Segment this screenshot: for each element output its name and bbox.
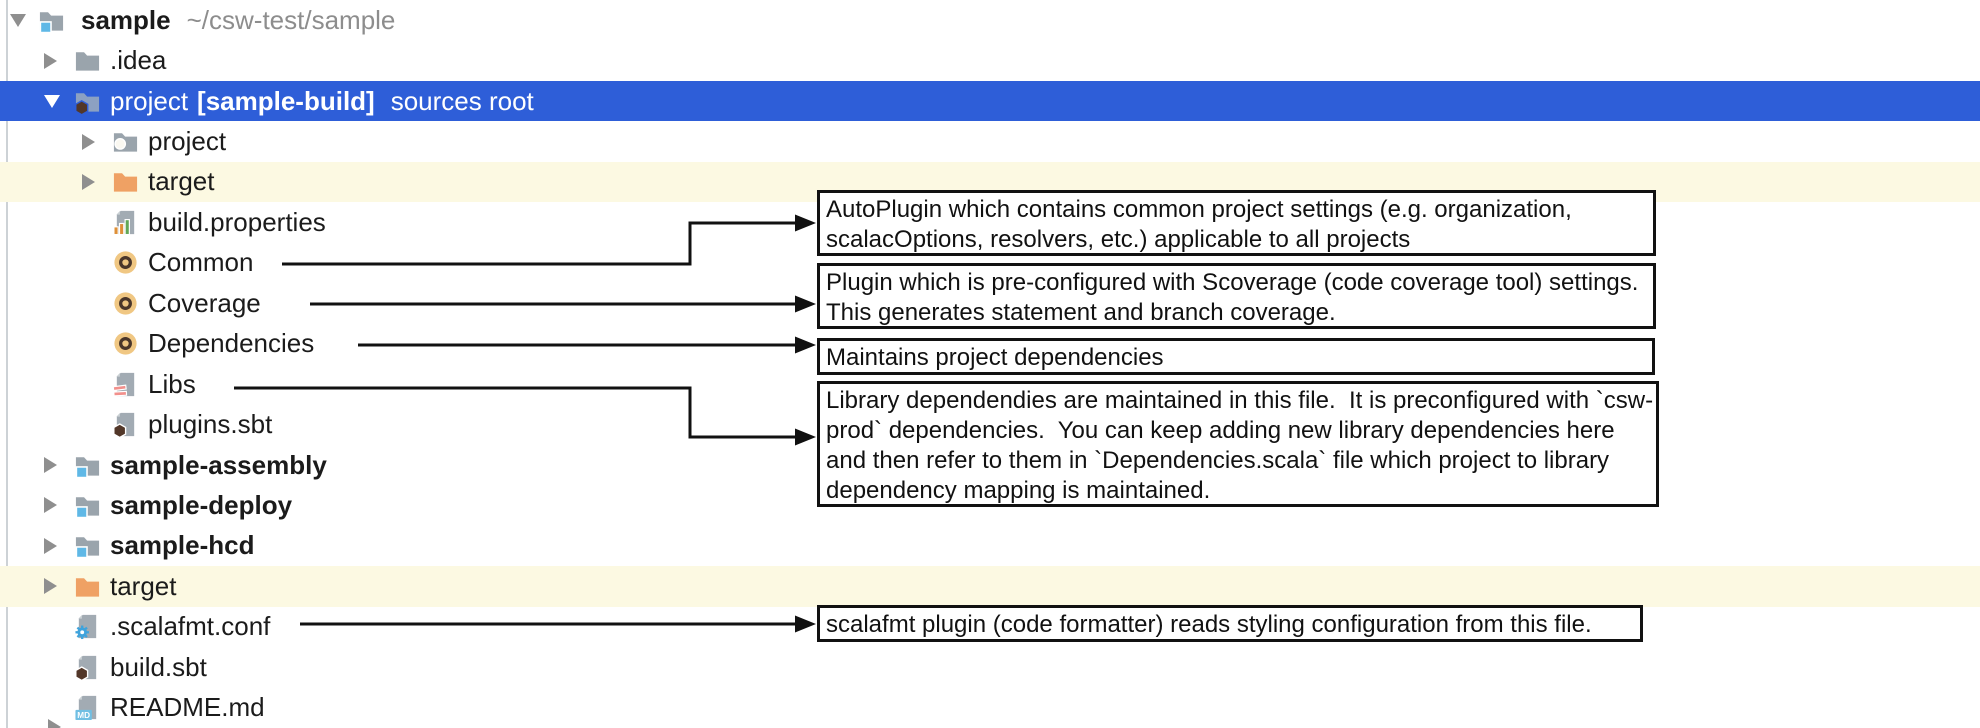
tree-item-sample-deploy[interactable]: sample-deploy — [0, 485, 1980, 525]
tree-item-tag: [sample-build] — [197, 85, 375, 116]
chevron-collapsed-icon[interactable] — [82, 133, 112, 150]
annotation-box-common: AutoPlugin which contains common project… — [817, 190, 1656, 256]
tree-item-label: .scalafmt.conf — [110, 611, 271, 642]
markdown-file-icon: MD — [74, 694, 101, 721]
chevron-collapsed-icon[interactable] — [82, 173, 112, 190]
scala-file-icon — [112, 371, 139, 398]
sbt-file-icon — [112, 411, 139, 439]
build-folder-icon — [112, 128, 139, 155]
chevron-expanded-icon[interactable] — [10, 13, 38, 27]
tree-item-label: target — [110, 570, 177, 601]
tree-item-label: README.md — [110, 692, 265, 723]
panel-left-border — [6, 0, 8, 728]
config-file-icon — [74, 613, 101, 640]
tree-item-readme[interactable]: MD README.md — [0, 687, 1980, 727]
tree-item-project-sample-build[interactable]: project [sample-build] sources root — [0, 80, 1980, 122]
tree-item-libs[interactable]: Libs — [0, 364, 1980, 404]
tree-item-suffix: sources root — [390, 85, 534, 116]
tree-item-sample-hcd[interactable]: sample-hcd — [0, 526, 1980, 566]
excluded-folder-icon — [74, 573, 101, 600]
sbt-folder-icon — [74, 88, 101, 116]
chevron-collapsed-icon[interactable] — [44, 578, 74, 595]
module-folder-icon — [74, 492, 101, 519]
tree-item-label: Coverage — [148, 287, 261, 318]
tree-item-label: Common — [148, 247, 254, 278]
tree-item-scalafmt-conf[interactable]: .scalafmt.conf — [0, 607, 1980, 647]
tree-item-sample-assembly[interactable]: sample-assembly — [0, 445, 1980, 485]
tree-item-label: build.properties — [148, 206, 326, 237]
tree-item-suffix: ~/csw-test/sample — [186, 4, 396, 35]
svg-text:MD: MD — [77, 711, 90, 720]
scala-object-icon — [112, 290, 139, 317]
chevron-collapsed-icon — [48, 719, 61, 728]
tree-item-label: project — [110, 85, 189, 116]
sbt-file-icon — [74, 654, 101, 682]
chevron-collapsed-icon[interactable] — [44, 457, 74, 474]
tree-item-label: sample — [81, 4, 171, 35]
tree-item-dependencies[interactable]: Dependencies — [0, 324, 1980, 364]
tree-item-label: sample-hcd — [110, 530, 255, 561]
chevron-collapsed-icon[interactable] — [44, 537, 74, 554]
annotation-box-dependencies: Maintains project dependencies — [817, 338, 1655, 375]
tree-item-label: .idea — [110, 45, 167, 76]
tree-item-label: build.sbt — [110, 651, 207, 682]
properties-file-icon — [112, 209, 139, 236]
tree-item-label: target — [148, 166, 215, 197]
scala-object-icon — [112, 330, 139, 357]
tree-item-build-sbt[interactable]: build.sbt — [0, 647, 1980, 687]
chevron-collapsed-icon[interactable] — [44, 497, 74, 514]
excluded-folder-icon — [112, 168, 139, 195]
tree-item-label: Libs — [148, 368, 196, 399]
annotation-box-coverage: Plugin which is pre-configured with Scov… — [817, 263, 1656, 329]
module-folder-icon — [74, 532, 101, 559]
tree-item-label: Dependencies — [148, 328, 315, 359]
tree-item-sample-root[interactable]: sample ~/csw-test/sample — [0, 0, 1980, 40]
module-folder-icon — [74, 452, 101, 479]
tree-item-label: sample-assembly — [110, 449, 327, 480]
tree-item-project-inner[interactable]: project — [0, 121, 1980, 161]
tree-item-label: plugins.sbt — [148, 409, 273, 440]
tree-item-coverage[interactable]: Coverage — [0, 283, 1980, 323]
tree-item-label: project — [148, 126, 227, 157]
tree-item-target-outer[interactable]: target — [0, 566, 1980, 607]
annotation-box-scalafmt: scalafmt plugin (code formatter) reads s… — [817, 605, 1643, 642]
scala-object-icon — [112, 249, 139, 276]
chevron-expanded-icon[interactable] — [44, 94, 74, 108]
tree-item-idea-folder[interactable]: .idea — [0, 40, 1980, 80]
chevron-collapsed-icon[interactable] — [44, 52, 74, 69]
tree-item-label: sample-deploy — [110, 489, 293, 520]
folder-icon — [74, 47, 101, 74]
annotation-box-libs: Library dependendies are maintained in t… — [817, 381, 1659, 507]
tree-item-common[interactable]: Common — [0, 243, 1980, 283]
project-folder-icon — [38, 7, 65, 34]
